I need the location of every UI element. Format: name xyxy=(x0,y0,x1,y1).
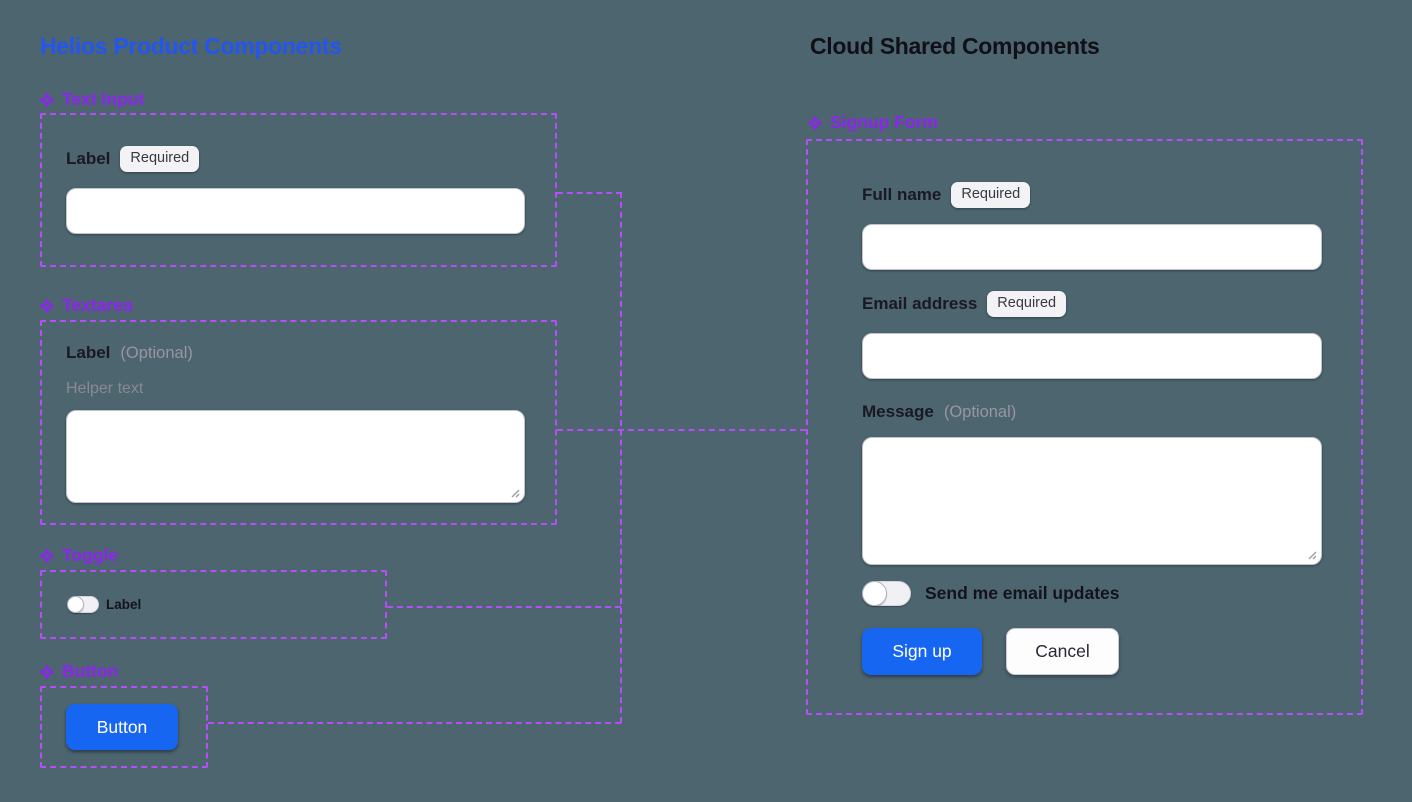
toggle-switch[interactable] xyxy=(67,596,99,613)
textarea-label-row: Label (Optional) xyxy=(66,343,193,363)
component-diamond-icon xyxy=(40,548,54,563)
required-badge: Required xyxy=(987,291,1067,317)
message-textarea[interactable] xyxy=(862,437,1322,565)
toggle-component-outline[interactable] xyxy=(40,570,387,639)
optional-suffix: (Optional) xyxy=(943,402,1017,421)
text-input-label-row: Label Required xyxy=(66,146,200,172)
text-input-component-outline[interactable] xyxy=(40,113,557,267)
component-label-textarea[interactable]: Textarea xyxy=(40,295,133,316)
field-label: Full name xyxy=(862,184,942,204)
component-diamond-icon xyxy=(40,664,54,679)
email-updates-label: Send me email updates xyxy=(925,583,1120,603)
connector-text-input-to-bus xyxy=(557,192,622,194)
connector-textarea-to-form xyxy=(557,429,806,431)
field-label: Email address xyxy=(862,293,978,313)
toggle-label: Label xyxy=(106,597,142,612)
email-updates-toggle[interactable] xyxy=(862,581,911,606)
email-input[interactable] xyxy=(862,333,1322,379)
connector-toggle-to-bus xyxy=(387,606,621,608)
required-badge: Required xyxy=(120,146,200,172)
toggle-knob xyxy=(862,581,887,606)
full-name-label-row: Full name Required xyxy=(862,182,1031,208)
component-name: Button xyxy=(62,661,119,681)
full-name-input[interactable] xyxy=(862,224,1322,270)
right-frame-title: Cloud Shared Components xyxy=(810,33,1100,59)
connector-button-to-bus xyxy=(208,722,621,724)
left-frame-title: Helios Product Components xyxy=(40,33,342,59)
message-textarea-wrap xyxy=(862,437,1322,565)
field-label: Label xyxy=(66,148,111,168)
textarea-field[interactable] xyxy=(66,410,525,503)
component-label-text-input[interactable]: Text Input xyxy=(40,89,144,110)
required-badge: Required xyxy=(951,182,1031,208)
component-name: Toggle xyxy=(62,545,119,565)
component-name: Signup Form xyxy=(830,112,938,132)
toggle-knob xyxy=(67,596,84,613)
sign-up-button[interactable]: Sign up xyxy=(862,628,982,675)
textarea-field-wrap xyxy=(66,410,525,503)
component-label-button[interactable]: Button xyxy=(40,661,118,682)
component-label-signup-form[interactable]: Signup Form xyxy=(808,112,938,133)
component-name: Textarea xyxy=(62,295,133,315)
connector-bus-vertical xyxy=(620,192,622,723)
component-label-toggle[interactable]: Toggle xyxy=(40,545,118,566)
button-component-outline[interactable] xyxy=(40,686,208,768)
field-label: Label xyxy=(66,343,111,362)
component-name: Text Input xyxy=(62,89,145,109)
component-diamond-icon xyxy=(40,298,54,313)
sample-button[interactable]: Button xyxy=(66,704,178,750)
message-label-row: Message (Optional) xyxy=(862,402,1016,422)
signup-form-outline[interactable] xyxy=(806,139,1363,715)
helper-text: Helper text xyxy=(66,380,144,397)
component-diamond-icon xyxy=(808,115,822,130)
component-diamond-icon xyxy=(40,92,54,107)
email-label-row: Email address Required xyxy=(862,291,1067,317)
field-label: Message xyxy=(862,402,934,421)
textarea-component-outline[interactable] xyxy=(40,320,557,525)
text-input-field[interactable] xyxy=(66,188,525,234)
cancel-button[interactable]: Cancel xyxy=(1006,628,1119,675)
optional-suffix: (Optional) xyxy=(120,343,193,362)
